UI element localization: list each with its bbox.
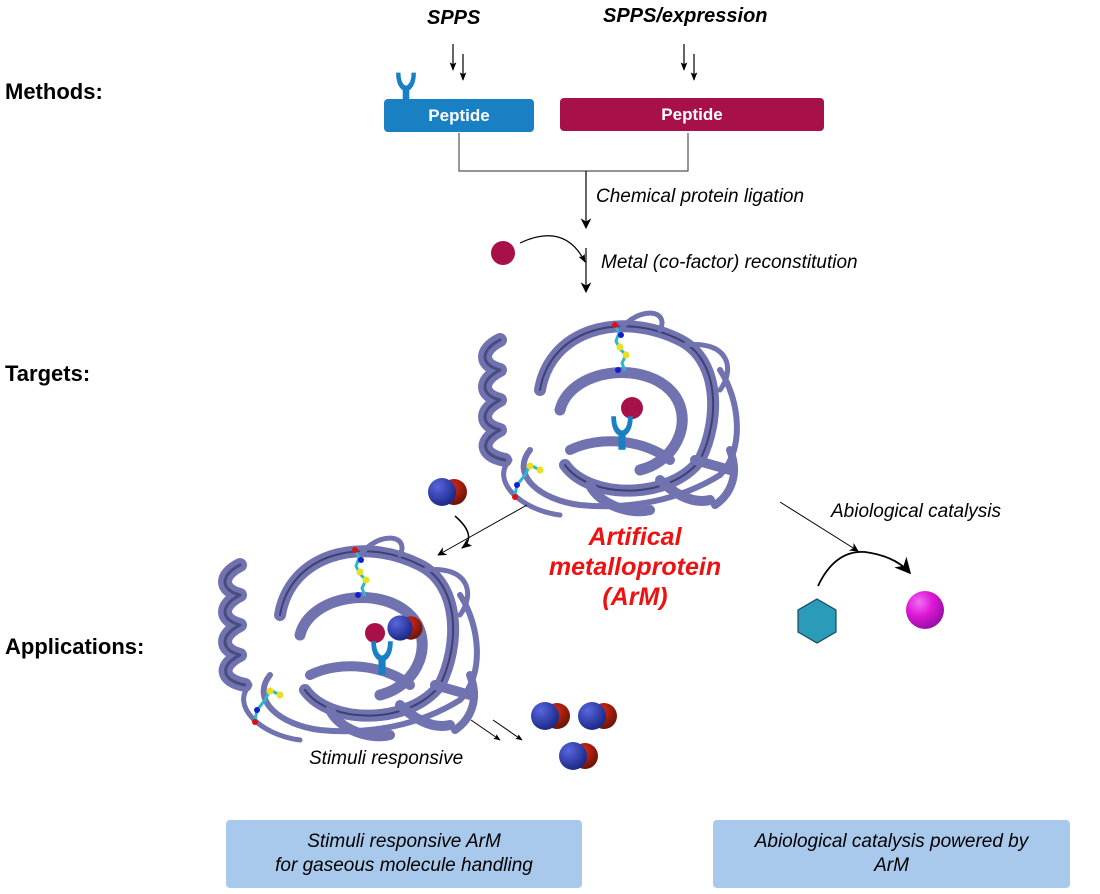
metal-insertion-arrow [519,235,586,263]
released-gas-icon [578,702,617,730]
catalysis-label: Abiological catalysis [831,501,1002,522]
application-box-catalysis-line2: ArM [874,855,909,876]
application-box-stimuli-line2: for gaseous molecule handling [275,855,533,876]
section-label-targets: Targets: [5,361,91,386]
gas-molecule-icon [428,478,467,506]
product-sphere-icon [906,591,944,629]
peptide-label-left: Peptide [428,105,490,125]
substrate-hexagon-icon [797,598,837,644]
release-arrow-2 [492,719,523,741]
source-arrows-left [449,44,467,81]
arm-title-line1: Artifical metalloprotein [548,523,722,581]
application-protein-structure [225,538,477,740]
stimuli-label: Stimuli responsive [309,748,464,769]
section-label-applications: Applications: [5,634,145,659]
peptide-block-right: Peptide [560,98,824,131]
arrow-to-catalysis [779,501,859,552]
arm-title: Artifical metalloprotein (ArM) [500,522,770,612]
gas-binding-arrow [454,515,473,549]
target-protein-structure [485,313,737,515]
peptide-block-left: Peptide [384,99,534,132]
metal-ion-icon [491,241,515,265]
application-box-stimuli: Stimuli responsive ArM for gaseous molec… [226,820,582,888]
step-ligation-label: Chemical protein ligation [596,186,805,207]
bound-gas-icon [387,615,423,641]
arm-title-line2: (ArM) [602,583,668,611]
application-box-catalysis: Abiological catalysis powered by ArM [713,820,1070,888]
metal-center-icon [621,397,643,419]
released-gas-icon [559,742,598,770]
source-arrows-right [680,44,698,81]
arrow-to-stimuli [437,504,528,556]
application-box-stimuli-line1: Stimuli responsive ArM [307,831,501,852]
ligation-bracket [458,133,689,172]
catalysis-conversion-arrow [817,551,912,587]
step-reconstitution-label: Metal (co-factor) reconstitution [601,252,858,273]
peptide-label-right: Peptide [661,104,723,124]
source-spps: SPPS [427,7,481,29]
bound-metal-icon [365,623,385,643]
released-gas-icon [531,702,570,730]
section-label-methods: Methods: [5,79,103,104]
application-box-catalysis-line1: Abiological catalysis powered by [754,831,1029,852]
release-arrow-1 [470,719,501,741]
source-spps-expression: SPPS/expression [603,5,768,27]
